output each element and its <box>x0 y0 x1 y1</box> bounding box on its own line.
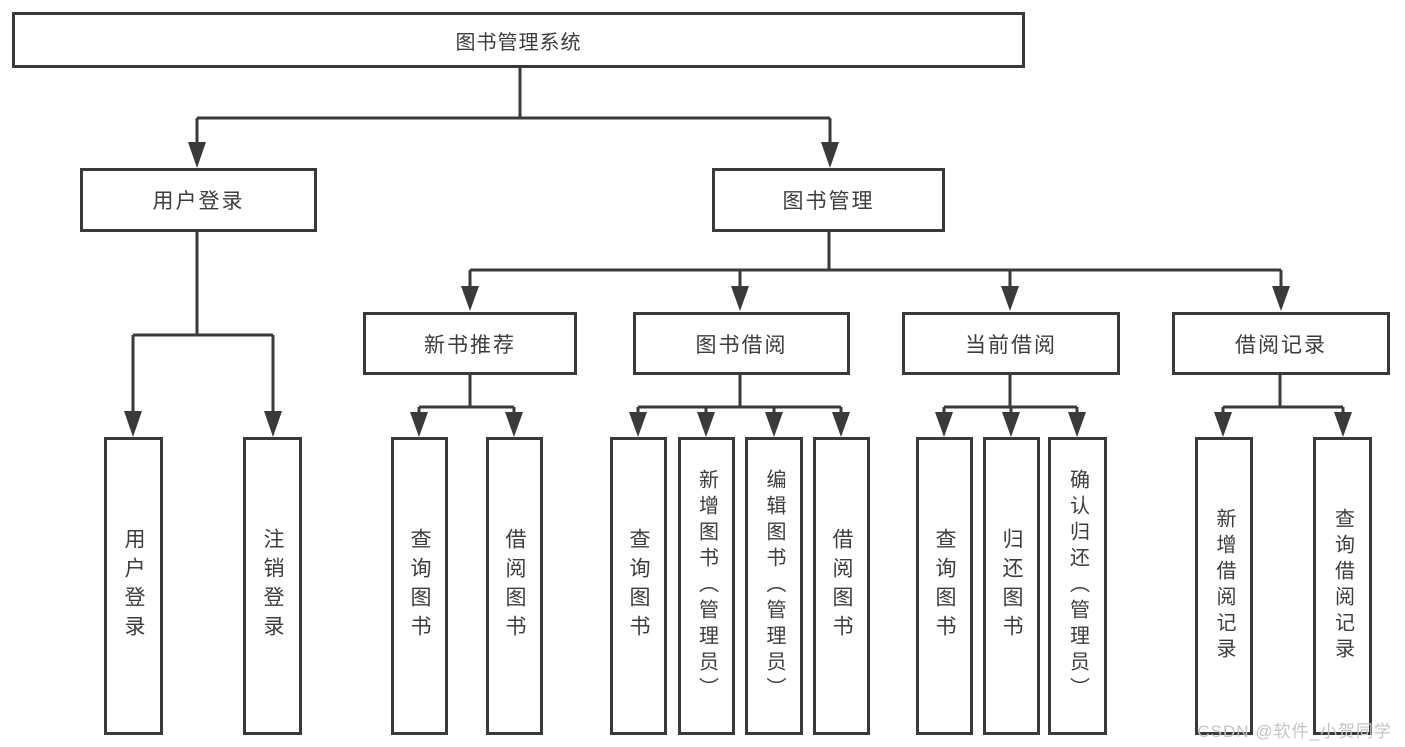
leaf-query-books-recommend: 查询图书 <box>391 437 448 735</box>
leaf-user-login: 用户登录 <box>104 437 163 735</box>
node-borrow-records: 借阅记录 <box>1172 312 1390 375</box>
leaf-borrow-books-borrow: 借阅图书 <box>813 437 870 735</box>
connector-book-management-children <box>461 232 1290 311</box>
arrowhead <box>1334 412 1352 437</box>
arrowhead <box>264 411 282 437</box>
node-new-book-recommend: 新书推荐 <box>363 312 577 375</box>
leaf-query-books-current: 查询图书 <box>916 437 973 735</box>
node-book-borrow: 图书借阅 <box>633 312 850 375</box>
arrowhead <box>832 412 850 437</box>
leaf-query-books-borrow: 查询图书 <box>610 437 667 735</box>
arrowhead <box>731 286 749 311</box>
arrowhead <box>1002 412 1020 437</box>
arrowhead <box>1214 412 1232 437</box>
connector-records-children <box>1214 375 1352 437</box>
leaf-edit-book-admin: 编辑图书（管理员） <box>745 437 803 735</box>
connector-current-children <box>935 375 1086 437</box>
leaf-confirm-return-admin: 确认归还（管理员） <box>1048 437 1107 735</box>
arrowhead <box>505 412 523 437</box>
connector-recommend-children <box>410 375 523 437</box>
leaf-query-borrow-record: 查询借阅记录 <box>1313 437 1372 735</box>
leaf-add-book-admin: 新增图书（管理员） <box>678 437 735 735</box>
leaf-borrow-books-recommend: 借阅图书 <box>486 437 543 735</box>
arrowhead <box>1001 286 1019 311</box>
node-root: 图书管理系统 <box>12 12 1025 68</box>
arrowhead <box>697 412 715 437</box>
arrowhead <box>188 142 206 168</box>
arrowhead <box>124 411 142 437</box>
arrowhead <box>1272 286 1290 311</box>
arrowhead <box>935 412 953 437</box>
arrowhead <box>1068 412 1086 437</box>
node-current-borrow: 当前借阅 <box>902 312 1120 375</box>
arrowhead <box>410 412 428 437</box>
watermark: CSDN @软件_小贺同学 <box>1197 722 1392 741</box>
connector-root-to-level2 <box>188 68 839 168</box>
connector-user-login-children <box>124 232 282 437</box>
arrowhead <box>821 142 839 168</box>
arrowhead <box>629 412 647 437</box>
node-book-management: 图书管理 <box>712 168 945 232</box>
node-user-login: 用户登录 <box>80 168 317 232</box>
arrowhead <box>765 412 783 437</box>
arrowhead <box>461 286 479 311</box>
leaf-add-borrow-record: 新增借阅记录 <box>1195 437 1253 735</box>
connector-borrow-children <box>629 375 850 437</box>
leaf-return-books: 归还图书 <box>983 437 1040 735</box>
leaf-logout: 注销登录 <box>243 437 302 735</box>
